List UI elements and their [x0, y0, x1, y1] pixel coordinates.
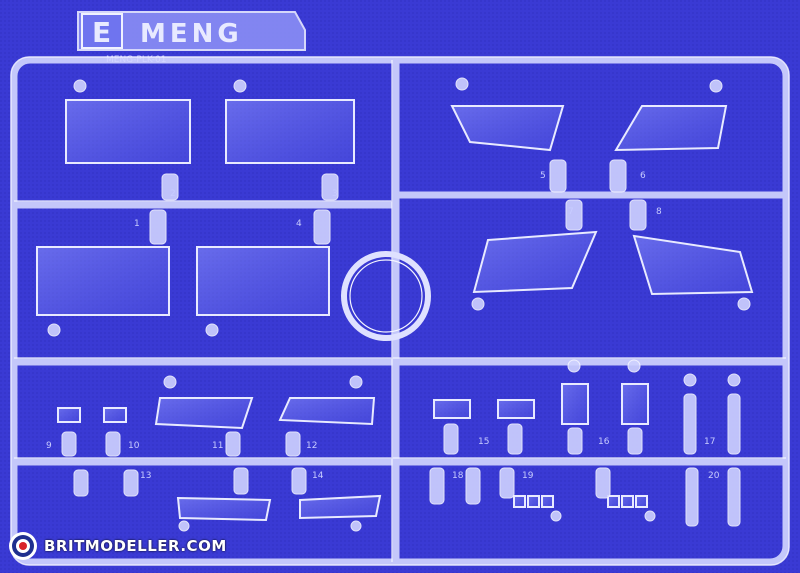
part-number: 7 — [568, 207, 574, 217]
roundel-logo-icon — [9, 532, 37, 560]
part-number: 12 — [306, 441, 317, 451]
part-number: 9 — [46, 441, 52, 451]
watermark: BRITMODELLER.COM — [8, 530, 227, 562]
sprue-brand: MENG — [140, 19, 243, 49]
part-number: 2 — [170, 189, 176, 199]
sprue-gates — [47, 77, 751, 532]
part-number: 8 — [656, 207, 662, 217]
part-number: 13 — [140, 471, 151, 481]
angled-window-parts — [450, 105, 754, 296]
part-number: 20 — [708, 471, 720, 481]
part-number: 14 — [312, 471, 324, 481]
watermark-text: BRITMODELLER.COM — [44, 537, 227, 555]
part-number: 16 — [598, 437, 610, 447]
part-number: 19 — [522, 471, 534, 481]
sprue-tag: E MENG MENG-PLK-01 — [77, 11, 306, 65]
part-number: 11 — [212, 441, 223, 451]
part-number: 5 — [540, 171, 546, 181]
part-number: 1 — [134, 219, 140, 229]
part-number: 10 — [128, 441, 140, 451]
part-number: 17 — [704, 437, 715, 447]
sprue-letter: E — [92, 16, 111, 49]
window-parts — [36, 99, 355, 316]
sprue-frame — [10, 56, 790, 566]
ring-part — [341, 251, 431, 341]
part-number: 3 — [332, 189, 338, 199]
part-number: 15 — [478, 437, 489, 447]
part-number: 6 — [640, 171, 646, 181]
part-number: 4 — [296, 219, 302, 229]
part-number: 18 — [452, 471, 464, 481]
part-number-labels: 1 2 3 4 5 6 7 8 9 10 11 12 13 14 15 16 1… — [46, 171, 720, 481]
